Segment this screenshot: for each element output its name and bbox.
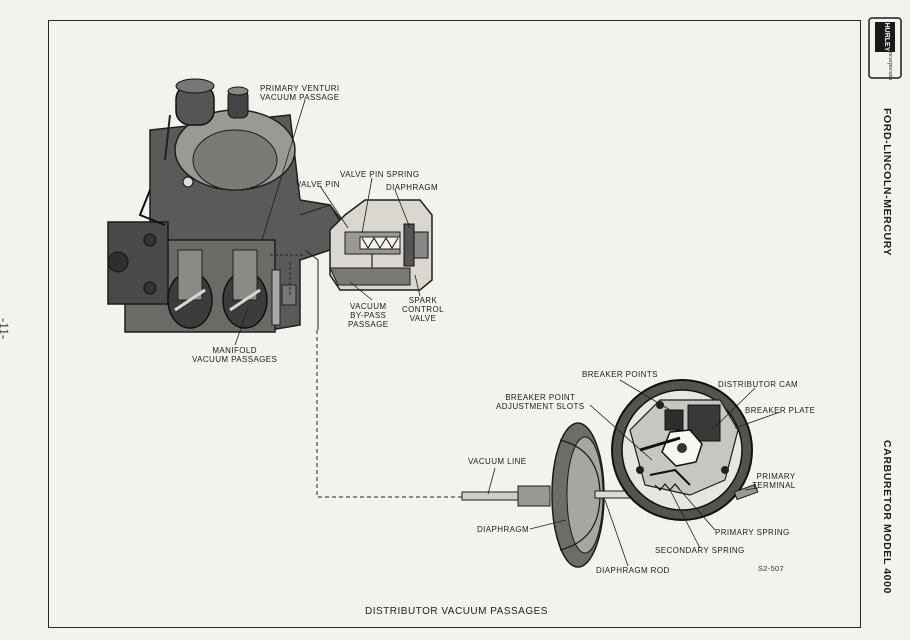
label-diaphragm-rod: DIAPHRAGM ROD (596, 566, 670, 575)
label-primary-venturi-text: PRIMARY VENTURI VACUUM PASSAGE (260, 84, 340, 102)
figure-number: S2-507 (758, 564, 784, 573)
carburetor-illustration (107, 78, 346, 333)
side-title-top: FORD-LINCOLN-MERCURY (881, 108, 893, 257)
label-vacuum-line: VACUUM LINE (468, 457, 527, 466)
label-primary-terminal: PRIMARY TERMINAL (752, 472, 796, 490)
distributor-illustration (461, 379, 759, 568)
label-breaker-points: BREAKER POINTS (582, 370, 658, 379)
label-valve-pin: VALVE PIN (296, 180, 340, 189)
label-diaphragm-top: DIAPHRAGM (386, 183, 439, 192)
label-primary-spring: PRIMARY SPRING (715, 528, 790, 537)
label-breaker-slots: BREAKER POINT ADJUSTMENT SLOTS (496, 393, 585, 411)
label-spark-control-valve: SPARK CONTROL VALVE (402, 296, 444, 323)
label-vacuum-bypass: VACUUM BY-PASS PASSAGE (348, 302, 389, 329)
label-primary-venturi: PRIMARY VENTURI VACUUM PASSAGE (260, 84, 340, 102)
hurley-logo: HURLEY Incorporated (868, 17, 902, 80)
figure-caption: DISTRIBUTOR VACUUM PASSAGES (365, 606, 548, 617)
label-secondary-spring: SECONDARY SPRING (655, 546, 745, 555)
spark-control-valve (329, 199, 433, 291)
side-title-bottom: CARBURETOR MODEL 4000 (881, 440, 893, 594)
label-breaker-plate: BREAKER PLATE (745, 406, 816, 415)
svg-text:HURLEY: HURLEY (883, 23, 890, 52)
figure-frame (48, 20, 861, 628)
leader-lines (234, 99, 781, 567)
label-valve-pin-spring: VALVE PIN SPRING (340, 170, 420, 179)
svg-text:Incorporated: Incorporated (887, 49, 893, 80)
label-manifold: MANIFOLD VACUUM PASSAGES (192, 346, 278, 364)
label-diaphragm-bottom: DIAPHRAGM (477, 525, 530, 534)
page-number: -11- (0, 318, 12, 340)
label-distributor-cam: DISTRIBUTOR CAM (718, 380, 799, 389)
